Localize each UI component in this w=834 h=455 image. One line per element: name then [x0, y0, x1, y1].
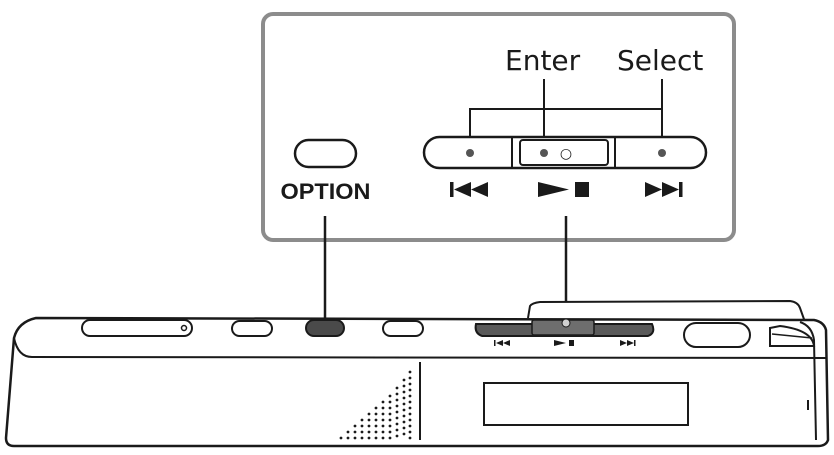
device-next-icon: [620, 340, 636, 346]
transport-slider[interactable]: [474, 318, 655, 337]
transport-rocker-magnified: ○: [422, 135, 708, 170]
pointer-dot-next: [658, 149, 666, 157]
option-button[interactable]: [305, 319, 345, 337]
callout-box: [261, 12, 736, 242]
enter-button-magnified[interactable]: [519, 139, 609, 166]
enter-label: Enter: [505, 44, 581, 77]
speaker-slot: [81, 319, 193, 337]
top-button-1[interactable]: [231, 320, 273, 337]
record-button[interactable]: [683, 322, 751, 348]
recorder-device: [4, 299, 830, 448]
play-stop-icon: [538, 182, 589, 197]
speaker-grille: [339, 370, 412, 440]
center-button-mark: ○: [560, 146, 572, 162]
pointer-dot-enter: [540, 149, 548, 157]
device-prev-icon: [494, 340, 510, 346]
option-button-magnified[interactable]: [293, 138, 358, 169]
device-end-cap: [799, 321, 817, 441]
device-play-stop-icon: [554, 340, 574, 346]
display-screen: [483, 382, 689, 426]
skip-next-icon: [645, 182, 683, 197]
option-label: OPTION: [281, 179, 371, 204]
select-label: Select: [617, 44, 703, 77]
top-button-3[interactable]: [382, 320, 424, 337]
device-top-ridge: [527, 299, 806, 323]
skip-previous-icon: [450, 182, 488, 197]
pointer-dot-prev: [466, 149, 474, 157]
